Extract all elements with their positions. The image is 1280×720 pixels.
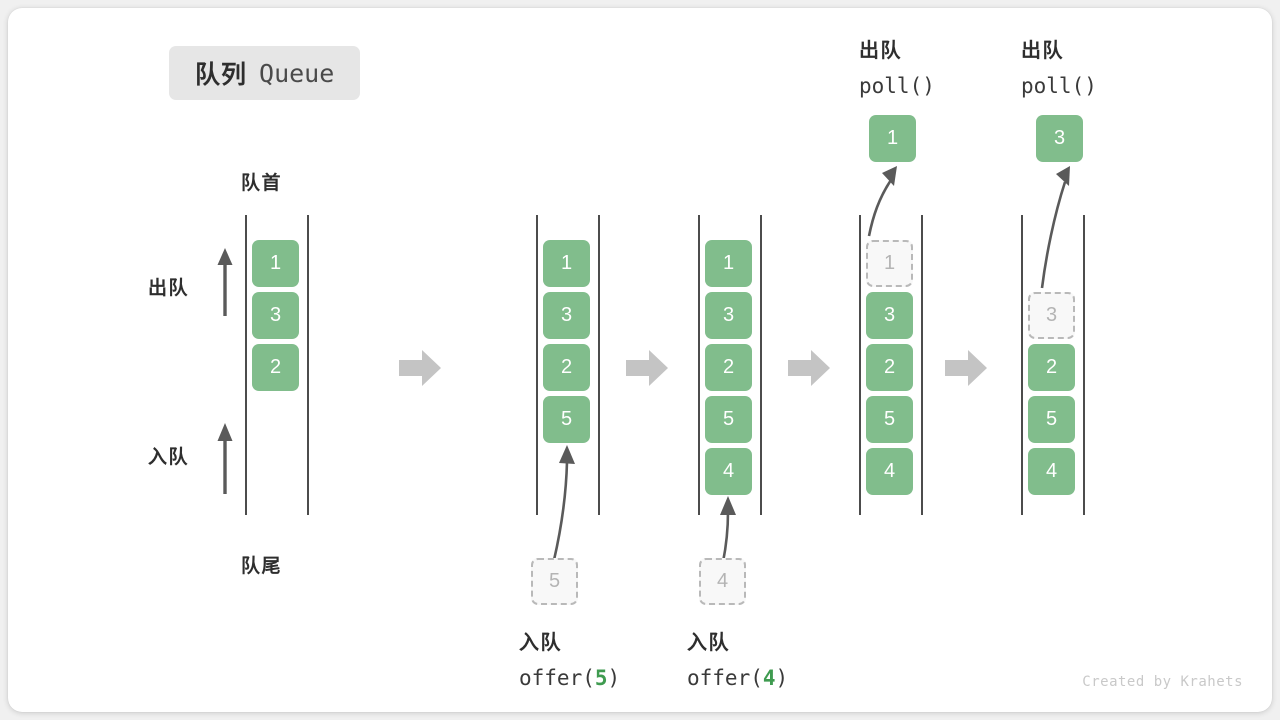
offer-4-label-code: offer(4)	[687, 666, 789, 690]
diagram-stage: 队列 Queue 队首 队尾 出队 入队 1 3 2	[8, 8, 1272, 712]
rail-right-4	[921, 215, 923, 515]
rail-left-3	[698, 215, 700, 515]
queue-cell: 2	[1028, 344, 1075, 391]
queue-cell: 3	[543, 292, 590, 339]
step-arrow-icon	[945, 350, 987, 386]
tail-label: 队尾	[241, 556, 283, 577]
poll-motion-arrow-icon	[1040, 166, 1070, 289]
rail-left-2	[536, 215, 538, 515]
offer-motion-arrow-icon	[720, 496, 736, 563]
queue-cell-new: 4	[705, 448, 752, 495]
rail-left-1	[245, 215, 247, 515]
poll-1-label-code: poll()	[859, 74, 935, 98]
offer-4-label-cn: 入队	[687, 632, 730, 654]
poll-3-label: 出队 poll()	[1021, 34, 1097, 104]
queue-cell: 5	[705, 396, 752, 443]
poll-motion-arrow-icon	[867, 166, 897, 237]
step-arrow-icon	[626, 350, 668, 386]
enqueue-arrow-icon	[217, 423, 233, 494]
queue-cell: 4	[1028, 448, 1075, 495]
rail-right-3	[760, 215, 762, 515]
title-chinese: 队列	[195, 61, 248, 89]
rail-right-2	[598, 215, 600, 515]
offer-5-label-cn: 入队	[519, 632, 562, 654]
dequeue-arrow-icon	[217, 248, 233, 316]
offer-5-label-code: offer(5)	[519, 666, 621, 690]
queue-cell: 3	[252, 292, 299, 339]
queue-cell: 4	[866, 448, 913, 495]
rail-right-1	[307, 215, 309, 515]
incoming-ghost-cell: 4	[699, 558, 746, 605]
offer-4-label: 入队 offer(4)	[687, 626, 788, 696]
step-arrow-icon	[788, 350, 830, 386]
queue-cell: 3	[866, 292, 913, 339]
credit-text: Created by Krahets	[1082, 674, 1243, 690]
diagram-card: 队列 Queue 队首 队尾 出队 入队 1 3 2	[8, 8, 1272, 712]
removed-ghost-cell: 3	[1028, 292, 1075, 339]
incoming-ghost-cell: 5	[531, 558, 578, 605]
step-arrow-icon	[399, 350, 441, 386]
poll-3-label-cn: 出队	[1021, 40, 1064, 62]
head-label: 队首	[241, 173, 283, 194]
rail-left-5	[1021, 215, 1023, 515]
queue-cell: 2	[866, 344, 913, 391]
removed-ghost-cell: 1	[866, 240, 913, 287]
poll-1-label: 出队 poll()	[859, 34, 935, 104]
queue-cell: 5	[1028, 396, 1075, 443]
queue-cell: 3	[705, 292, 752, 339]
offer-motion-arrow-icon	[552, 445, 575, 561]
offer-5-label: 入队 offer(5)	[519, 626, 620, 696]
queue-cell: 1	[705, 240, 752, 287]
queue-cell: 1	[252, 240, 299, 287]
dequeue-direction-label: 出队	[148, 278, 190, 299]
poll-3-label-code: poll()	[1021, 74, 1097, 98]
rail-right-5	[1083, 215, 1085, 515]
title-english: Queue	[259, 58, 335, 88]
rail-left-4	[859, 215, 861, 515]
enqueue-direction-label: 入队	[148, 447, 190, 468]
queue-cell: 2	[252, 344, 299, 391]
poll-1-label-cn: 出队	[859, 40, 902, 62]
title-badge: 队列 Queue	[169, 46, 361, 100]
queue-cell: 1	[543, 240, 590, 287]
queue-cell-new: 5	[543, 396, 590, 443]
popped-cell: 3	[1036, 115, 1083, 162]
queue-cell: 2	[705, 344, 752, 391]
queue-cell: 5	[866, 396, 913, 443]
queue-cell: 2	[543, 344, 590, 391]
popped-cell: 1	[869, 115, 916, 162]
